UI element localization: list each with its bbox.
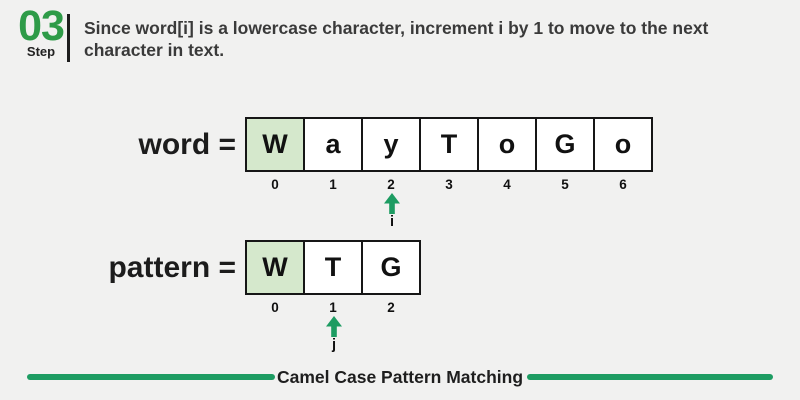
index-label: 3 [445,177,453,192]
pointer-label: j [331,337,337,353]
index-label: 5 [561,177,569,192]
array-cell: o [593,117,653,172]
array-cell: W [245,240,305,295]
step-badge: 03 Step [12,2,70,60]
pattern-indices: 0 1 2 [245,300,421,315]
step-number: 03 [18,2,65,50]
arrow-up-icon [326,316,343,337]
word-label: word = [138,127,236,161]
footer-rule-left [27,374,275,380]
word-indices: 0 1 2 3 4 5 6 [245,177,653,192]
array-cell: T [303,240,363,295]
array-cell: G [361,240,421,295]
index-label: 0 [271,177,279,192]
array-cell: G [535,117,595,172]
array-cell: y [361,117,421,172]
index-label: 2 [387,177,395,192]
step-description: Since word[i] is a lowercase character, … [84,18,709,60]
index-label: 0 [271,300,279,315]
pointer-label: i [389,214,395,230]
index-label: 2 [387,300,395,315]
vertical-divider [67,14,70,62]
word-pointer-i: i [384,193,401,230]
array-cell: o [477,117,537,172]
index-label: 4 [503,177,511,192]
footer-title: Camel Case Pattern Matching [276,367,524,387]
array-cell: a [303,117,363,172]
index-label: 1 [329,300,337,315]
pattern-pointer-j: j [326,316,343,353]
footer-rule-right [527,374,773,380]
step-label: Step [26,44,56,59]
arrow-up-icon [384,193,401,214]
pattern-label: pattern = [108,250,236,284]
array-cell: T [419,117,479,172]
array-cell: W [245,117,305,172]
index-label: 6 [619,177,627,192]
index-label: 1 [329,177,337,192]
